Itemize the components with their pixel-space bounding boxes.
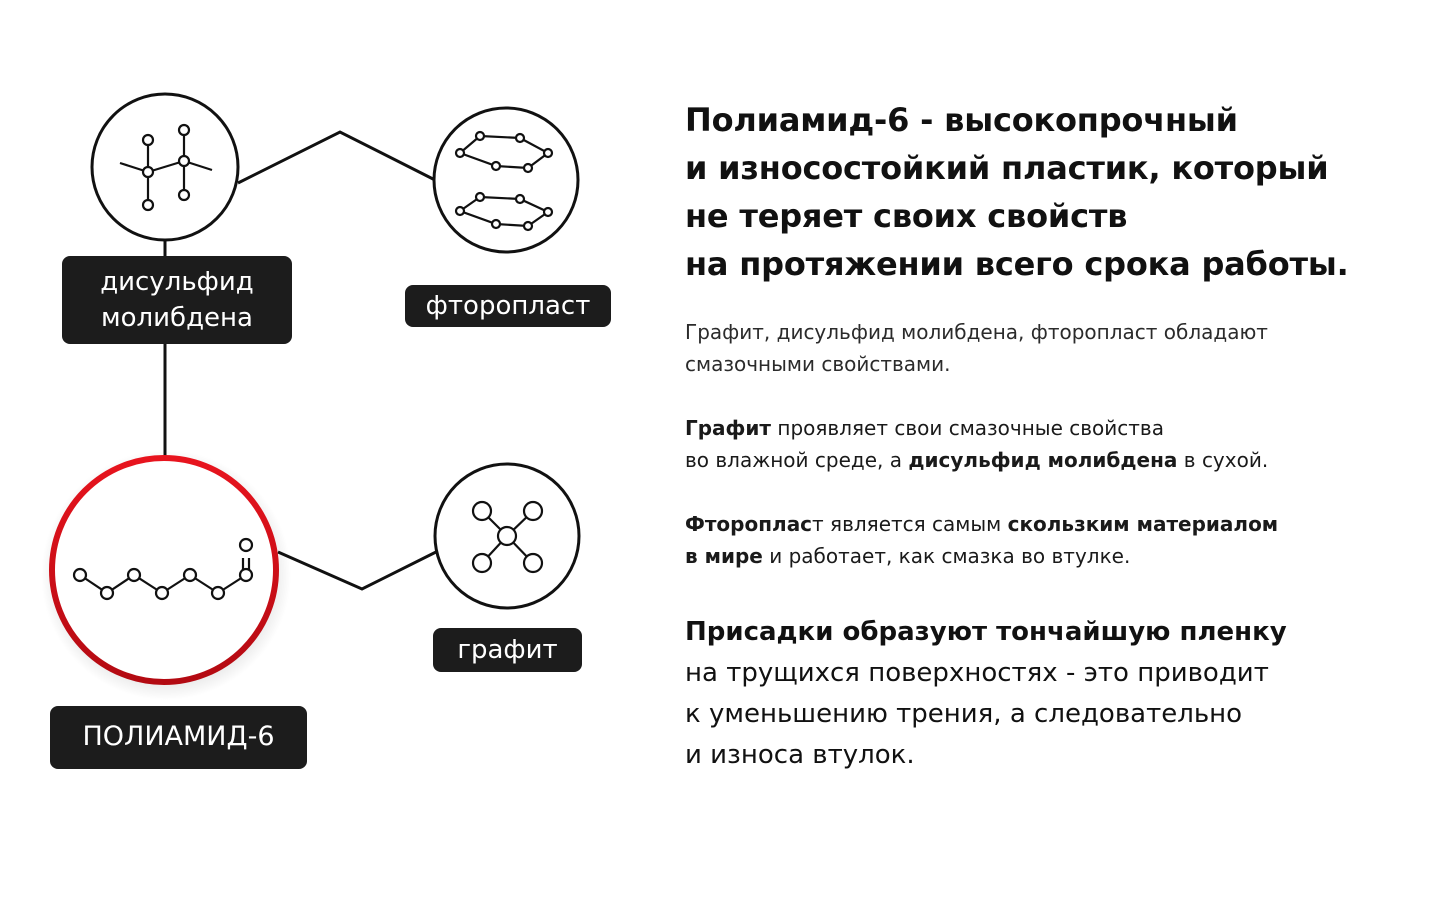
- paragraph-line: Графит проявляет свои смазочные свойства: [685, 412, 1268, 444]
- label-mos2-line1: дисульфид: [100, 267, 254, 297]
- headline-line: и износостойкий пластик, который: [685, 149, 1329, 187]
- paragraph-graphite-mos2: Графит проявляет свои смазочные свойства…: [685, 412, 1268, 476]
- node-mos2: [90, 92, 240, 242]
- paragraph-line: Фторопласт является самым скользким мате…: [685, 508, 1278, 540]
- ptfe-molecule-icon: [454, 130, 554, 232]
- text-run: проявляет свои смазочные свойства: [771, 416, 1164, 440]
- node-ptfe: [432, 106, 580, 254]
- bold-term: дисульфид молибдена: [908, 448, 1178, 472]
- text-run: и работает, как смазка во втулке.: [762, 544, 1131, 568]
- label-mos2-line2: молибдена: [101, 303, 253, 333]
- graphite-molecule-icon: [471, 500, 544, 574]
- callout-line: Присадки образуют тончайшую пленку: [685, 612, 1287, 653]
- paragraph-line: смазочными свойствами.: [685, 352, 951, 376]
- bold-term: скользким материалом: [1007, 512, 1279, 536]
- paragraph-lubricants: Графит, дисульфид молибдена, фторопласт …: [685, 316, 1268, 380]
- label-graphite: графит: [433, 628, 582, 672]
- label-ptfe: фторопласт: [405, 285, 611, 327]
- paragraph-ptfe: Фторопласт является самым скользким мате…: [685, 508, 1278, 572]
- callout-additives: Присадки образуют тончайшую пленку на тр…: [685, 612, 1287, 776]
- label-polyamide: ПОЛИАМИД-6: [50, 706, 307, 769]
- callout-bold: Присадки образуют тончайшую пленку: [685, 617, 1287, 647]
- paragraph-line: во влажной среде, а дисульфид молибдена …: [685, 444, 1268, 476]
- paragraph-line: в мире и работает, как смазка во втулке.: [685, 540, 1278, 572]
- bold-term: Графит: [685, 416, 772, 440]
- paragraph-line: Графит, дисульфид молибдена, фторопласт …: [685, 320, 1268, 344]
- headline-line: не теряет своих свойств: [685, 197, 1128, 235]
- bold-term: в мире: [685, 544, 763, 568]
- connector-mos2-ptfe: [237, 130, 436, 185]
- callout-line: и износа втулок.: [685, 740, 915, 770]
- callout-line: на трущихся поверхностях - это приводит: [685, 658, 1269, 688]
- label-molybdenum-disulfide: дисульфид молибдена: [62, 256, 292, 344]
- molecule-diagram: дисульфид молибдена фторопласт графит ПО…: [0, 0, 640, 900]
- text-run: в сухой.: [1177, 448, 1269, 472]
- headline-line: Полиамид-6 - высокопрочный: [685, 101, 1238, 139]
- node-polyamide: [41, 450, 291, 700]
- polyamide-chain-icon: [72, 537, 254, 601]
- connector-polyamide-graphite: [277, 550, 437, 591]
- callout-line: к уменьшению трения, а следовательно: [685, 699, 1243, 729]
- headline: Полиамид-6 - высокопрочный и износостойк…: [685, 96, 1425, 288]
- molybdenum-disulfide-molecule-icon: [119, 123, 213, 212]
- bold-term: Фтороплас: [685, 512, 813, 536]
- description-panel: Полиамид-6 - высокопрочный и износостойк…: [685, 96, 1425, 770]
- diagram-canvas: [41, 92, 581, 700]
- headline-line: на протяжении всего срока работы.: [685, 245, 1349, 283]
- node-graphite: [433, 462, 581, 610]
- text-run: во влажной среде, а: [685, 448, 909, 472]
- text-run: т является самым: [812, 512, 1008, 536]
